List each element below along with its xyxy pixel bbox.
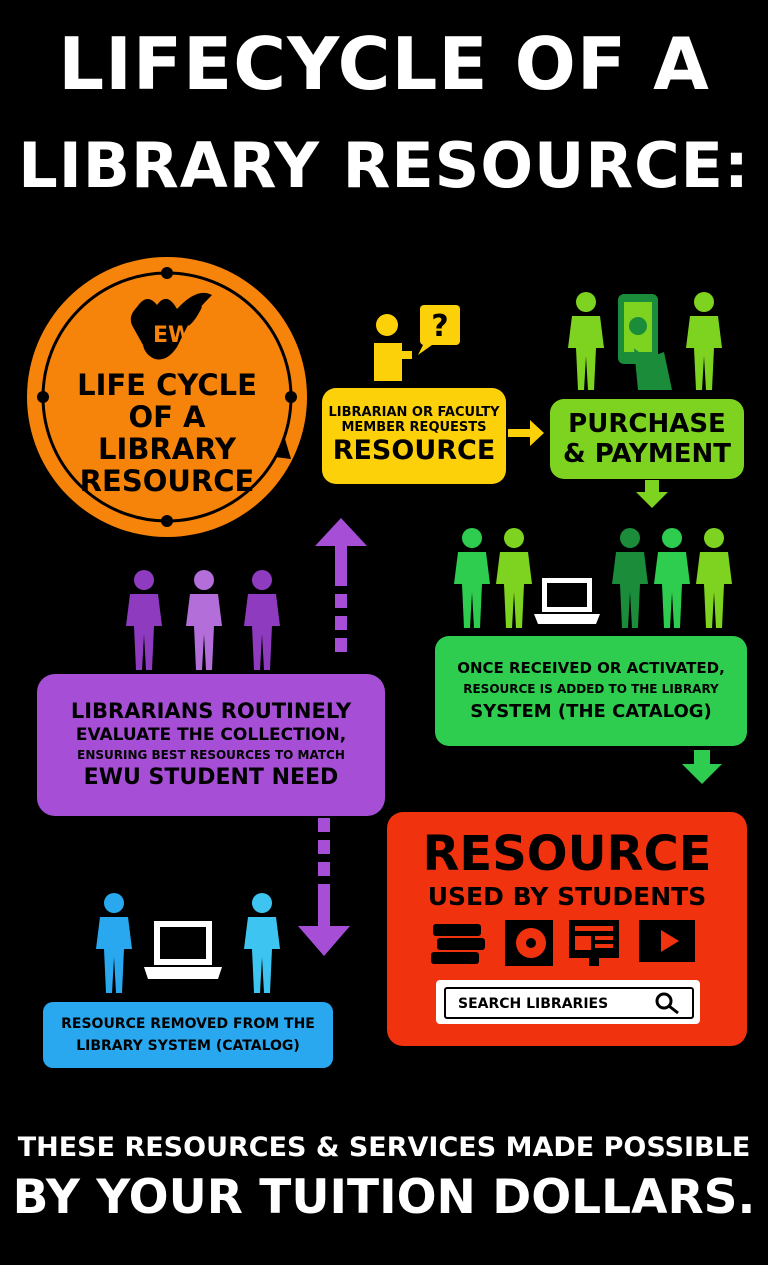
media-icons: [431, 920, 695, 966]
purchase-line-2: & PAYMENT: [563, 439, 731, 469]
purchase-people-icon: [568, 292, 722, 390]
purchase-box: PURCHASE & PAYMENT: [550, 399, 744, 479]
search-placeholder: SEARCH LIBRARIES: [458, 996, 609, 1012]
arrow-down-icon-2: [682, 750, 722, 784]
circle-line-3: RESOURCE: [79, 464, 255, 498]
cycle-ring: [37, 267, 297, 527]
books-icon: [431, 924, 485, 964]
person-question-icon: ?: [374, 305, 460, 381]
catalog-people-icon: [454, 528, 732, 628]
search-field[interactable]: SEARCH LIBRARIES: [444, 987, 694, 1019]
removed-line-2: LIBRARY SYSTEM (CATALOG): [76, 1038, 300, 1054]
request-box: LIBRARIAN OR FACULTY MEMBER REQUESTS RES…: [322, 388, 506, 484]
circle-line-2: OF A LIBRARY: [98, 400, 236, 466]
disc-icon: [505, 920, 553, 966]
circle-label: LIFE CYCLE OF A LIBRARY RESOURCE: [67, 369, 267, 497]
arrow-right-icon: [508, 420, 544, 446]
removed-people-icon: [96, 893, 280, 993]
logo-text: EW: [153, 323, 192, 348]
monitor-icon: [569, 920, 619, 966]
evaluate-line-3: ENSURING BEST RESOURCES TO MATCH: [77, 748, 345, 762]
dashed-arrow-up-icon: [315, 518, 367, 652]
circle-line-1: LIFE CYCLE: [77, 368, 257, 402]
removed-line-1: RESOURCE REMOVED FROM THE: [61, 1016, 315, 1032]
question-glyph: ?: [431, 309, 448, 344]
request-line-1: LIBRARIAN OR FACULTY: [328, 405, 500, 420]
purchase-line-1: PURCHASE: [568, 409, 726, 439]
eagle-logo-icon: EW: [130, 292, 212, 360]
catalog-line-1: ONCE RECEIVED OR ACTIVATED,: [457, 659, 725, 677]
removed-box: RESOURCE REMOVED FROM THE LIBRARY SYSTEM…: [43, 1002, 333, 1068]
arrow-down-icon: [636, 480, 668, 508]
evaluate-line-2: EVALUATE THE COLLECTION,: [75, 725, 347, 745]
lifecycle-circle: EW LIFE CYCLE OF A LIBRARY RESOURCE: [27, 257, 307, 537]
search-icon[interactable]: [654, 991, 684, 1015]
evaluate-line-1: LIBRARIANS ROUTINELY: [70, 699, 352, 723]
dashed-arrow-down-icon: [298, 818, 350, 956]
request-line-3: RESOURCE: [332, 435, 496, 466]
evaluate-line-4: EWU STUDENT NEED: [83, 765, 339, 790]
footer-line-2: BY YOUR TUITION DOLLARS.: [12, 1170, 756, 1225]
search-bar[interactable]: SEARCH LIBRARIES: [436, 980, 700, 1024]
used-line-2: USED BY STUDENTS: [427, 882, 707, 911]
request-line-2: MEMBER REQUESTS: [341, 420, 487, 435]
evaluate-people-icon: [126, 570, 280, 670]
catalog-box: ONCE RECEIVED OR ACTIVATED, RESOURCE IS …: [435, 636, 747, 746]
title-line-1: LIFECYCLE OF A: [58, 22, 710, 106]
evaluate-box: LIBRARIANS ROUTINELY EVALUATE THE COLLEC…: [37, 674, 385, 816]
footer-line-1: THESE RESOURCES & SERVICES MADE POSSIBLE: [17, 1132, 751, 1163]
catalog-line-2: RESOURCE IS ADDED TO THE LIBRARY: [463, 682, 719, 696]
catalog-line-3: SYSTEM (THE CATALOG): [470, 701, 712, 722]
video-play-icon: [639, 920, 695, 962]
used-line-1: RESOURCE: [422, 826, 712, 882]
title-line-2: LIBRARY RESOURCE:: [18, 129, 750, 202]
